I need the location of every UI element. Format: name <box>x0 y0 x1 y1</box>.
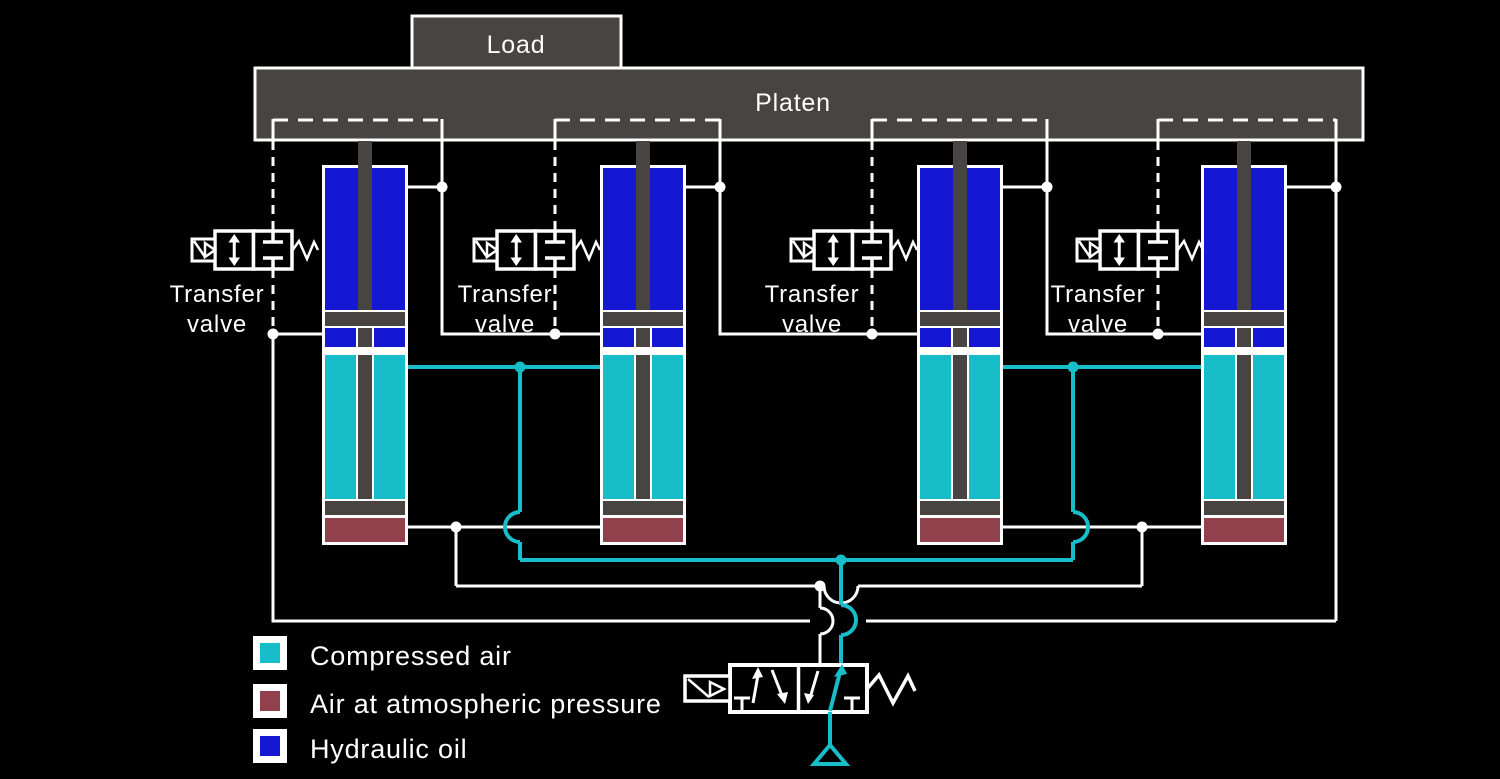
legend-label-compressed-air: Compressed air <box>310 641 512 671</box>
compressed-air-lines <box>408 365 1201 665</box>
cylinder-4 <box>1201 141 1287 545</box>
pilot-lines <box>271 141 1160 334</box>
svg-text:valve: valve <box>475 311 535 338</box>
svg-text:Transfer: Transfer <box>765 281 860 308</box>
junction-dots <box>267 181 1342 592</box>
transfer-valve-label-3: Transfer valve <box>765 281 860 338</box>
svg-text:Transfer: Transfer <box>458 281 553 308</box>
main-valve-spring-icon <box>865 671 917 707</box>
transfer-valve-1 <box>190 229 320 271</box>
platen-label: Platen <box>755 89 831 117</box>
legend-label-atmospheric-air: Air at atmospheric pressure <box>310 689 662 719</box>
legend-swatch-compressed-air <box>253 636 287 670</box>
load-label: Load <box>487 31 546 59</box>
svg-text:Transfer: Transfer <box>1051 281 1146 308</box>
transfer-valve-label-4: Transfer valve <box>1051 281 1146 338</box>
supply-triangle-icon <box>809 741 851 766</box>
platen-bracket-3 <box>870 118 1049 141</box>
cylinder-2 <box>600 141 686 545</box>
load-box <box>410 14 623 73</box>
transfer-valve-3 <box>789 229 919 271</box>
svg-text:valve: valve <box>187 311 247 338</box>
platen-bracket-2 <box>553 118 722 141</box>
cylinder-1 <box>322 141 408 545</box>
legend-swatch-atmospheric-air <box>253 684 287 718</box>
legend: Compressed air Air at atmospheric pressu… <box>253 636 662 764</box>
platen-bar <box>253 66 1365 142</box>
platen-bracket-4 <box>1156 118 1338 141</box>
transfer-valve-4 <box>1075 229 1205 271</box>
main-valve <box>683 663 917 714</box>
legend-swatch-hydraulic-oil <box>253 729 287 763</box>
oil-lines <box>271 141 1338 623</box>
transfer-valve-2 <box>472 229 602 271</box>
svg-text:Transfer: Transfer <box>170 281 265 308</box>
legend-label-hydraulic-oil: Hydraulic oil <box>310 734 467 764</box>
air-supply <box>809 712 851 766</box>
cylinder-3 <box>917 141 1003 545</box>
svg-text:valve: valve <box>782 311 842 338</box>
transfer-valve-label-2: Transfer valve <box>458 281 553 338</box>
transfer-valve-label-1: Transfer valve <box>170 281 265 338</box>
atmospheric-air-lines <box>408 525 1201 665</box>
svg-text:valve: valve <box>1068 311 1128 338</box>
platen-bracket-1 <box>271 118 444 141</box>
